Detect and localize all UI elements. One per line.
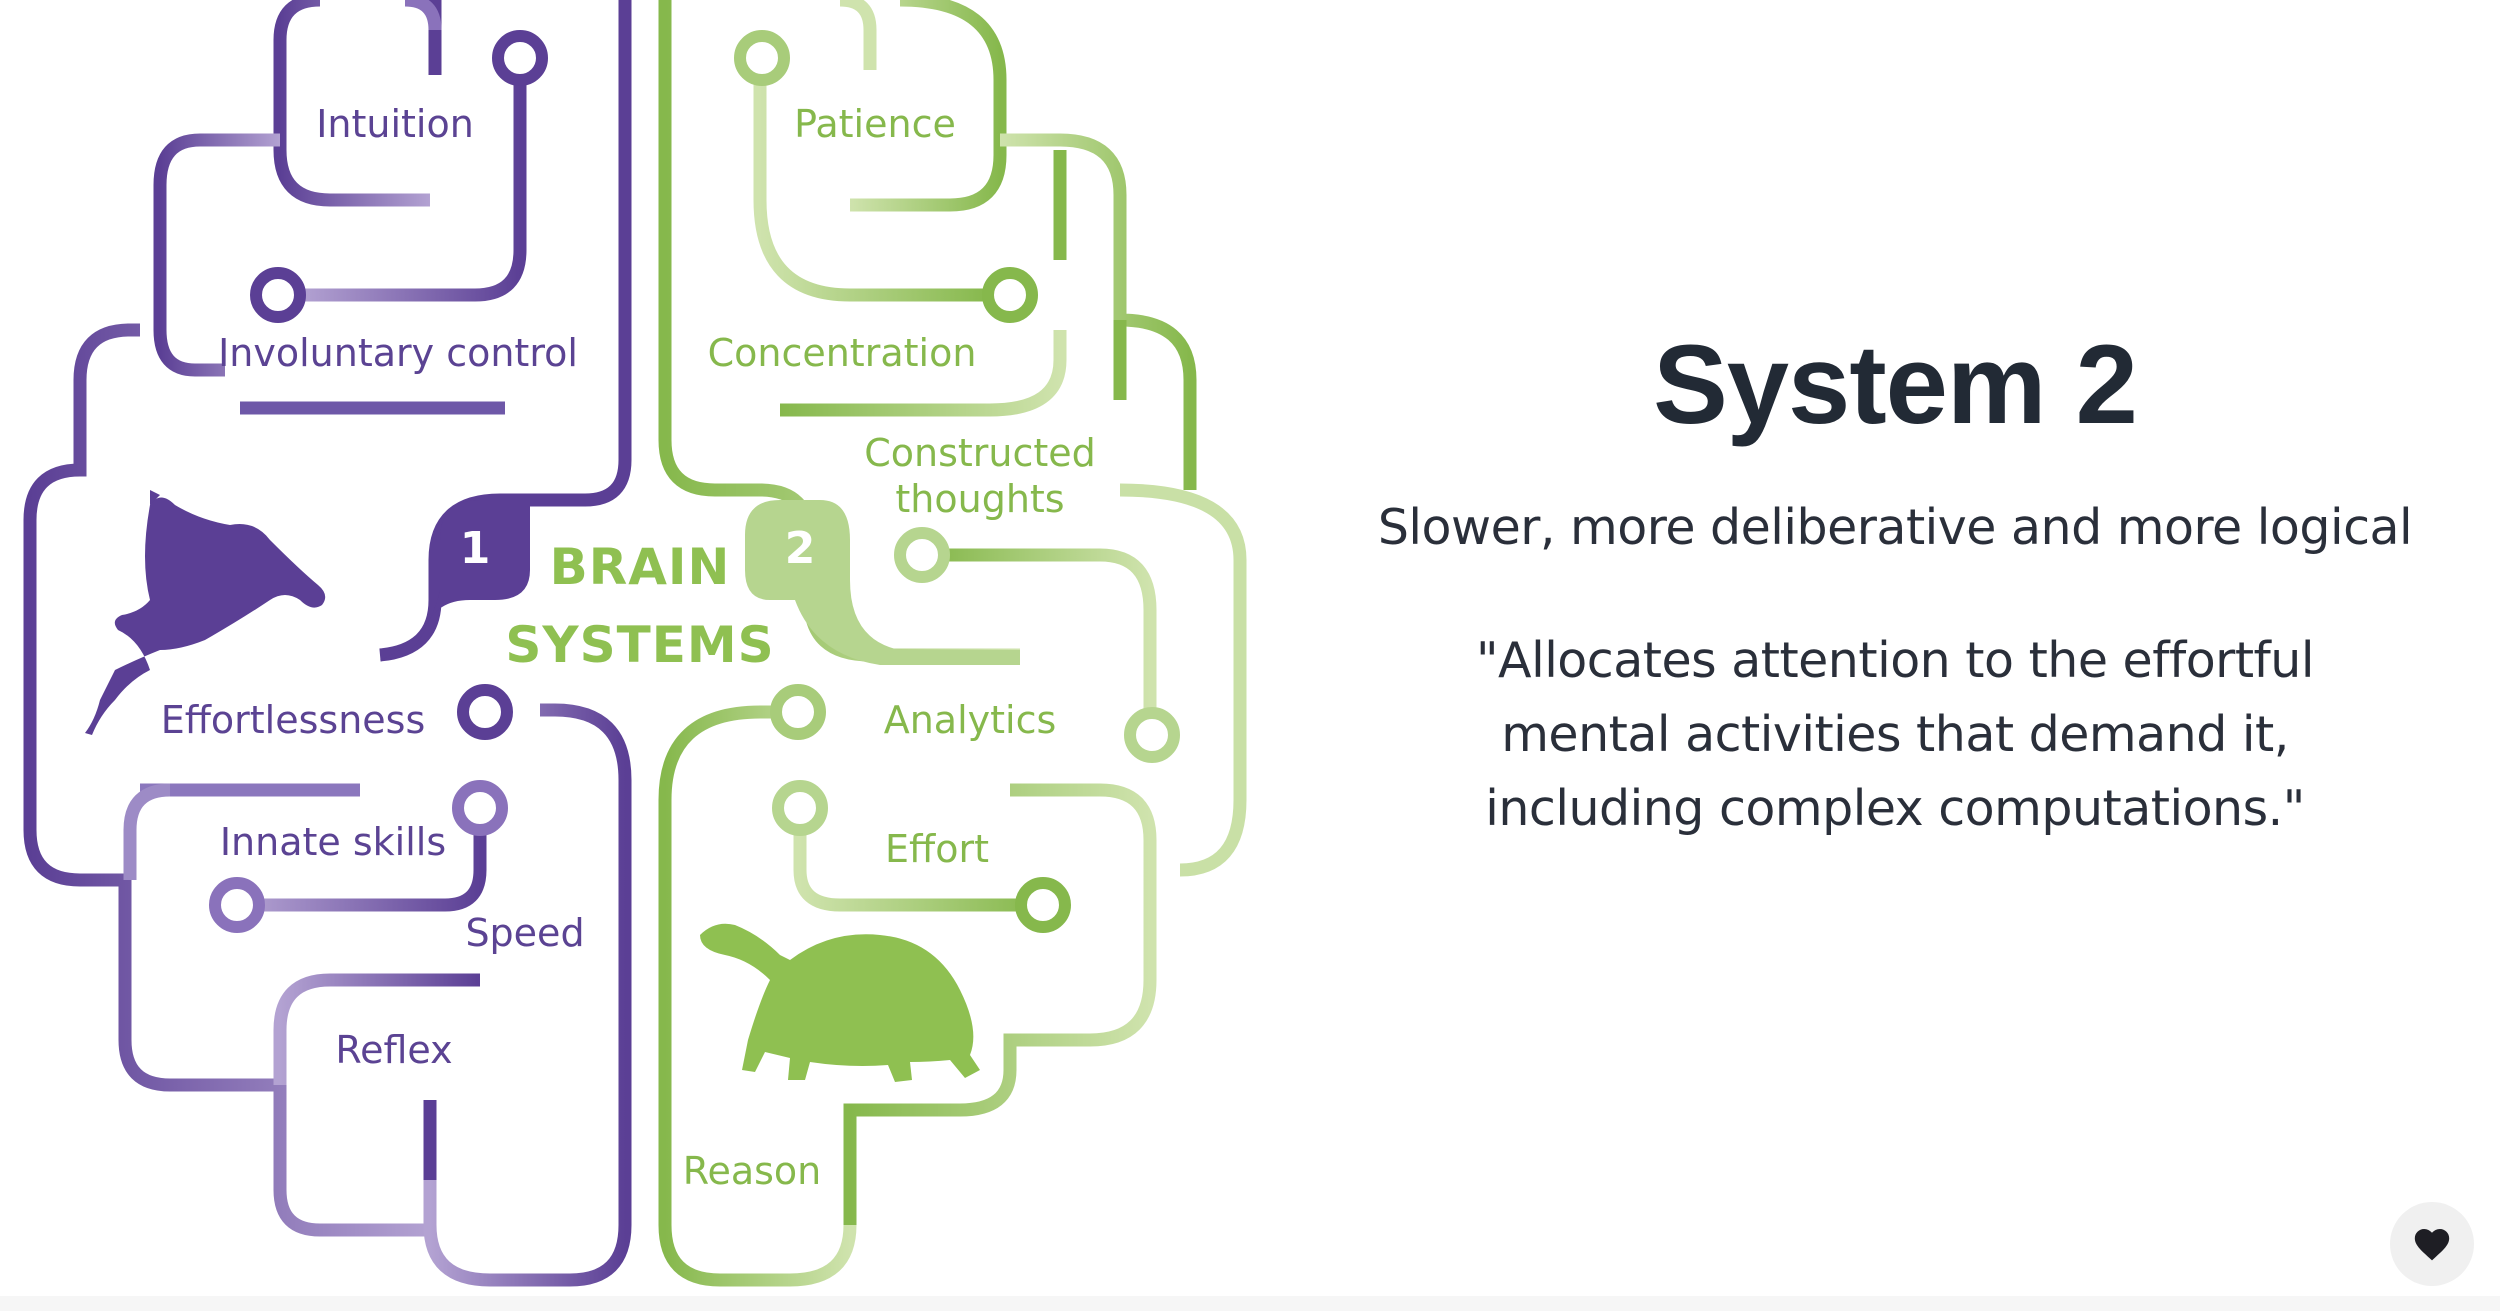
left-hemisphere-nodes <box>209 30 548 933</box>
brain-systems-diagram: 1 2 BRAIN SYSTEMS <box>23 0 1247 1287</box>
label-involuntary-control: Involuntary control <box>218 331 578 375</box>
slide-quote: "Allocates attention to the effortful me… <box>1476 632 2314 837</box>
label-patience: Patience <box>794 102 956 146</box>
bottom-scroll-area <box>0 1296 2500 1311</box>
label-innate-skills: Innate skills <box>220 820 446 864</box>
label-concentration: Concentration <box>708 331 977 375</box>
turtle-icon <box>700 923 980 1082</box>
like-button[interactable] <box>2390 1202 2474 1286</box>
left-hemisphere-traces <box>23 0 632 1287</box>
center-title-line1: BRAIN <box>550 538 731 596</box>
label-speed: Speed <box>465 911 584 955</box>
label-constructed-thoughts-2: thoughts <box>895 477 1064 521</box>
slide-content: System 2 Slower, more deliberative and m… <box>1370 320 2420 846</box>
label-effort: Effort <box>885 827 989 871</box>
heart-icon <box>2414 1228 2450 1261</box>
badge-2-number: 2 <box>785 523 816 574</box>
center-title-line2: SYSTEMS <box>505 616 774 674</box>
label-effortlessness: Effortlessness <box>161 698 426 742</box>
slide-subtitle: Slower, more deliberative and more logic… <box>1377 499 2413 556</box>
label-reason: Reason <box>683 1149 822 1193</box>
system2-badge: 2 <box>745 500 1020 665</box>
label-intuition: Intuition <box>316 102 474 146</box>
badge-1-number: 1 <box>460 523 491 574</box>
label-reflex: Reflex <box>335 1028 452 1072</box>
rabbit-icon <box>85 490 326 735</box>
system1-badge: 1 <box>380 500 530 660</box>
label-constructed-thoughts-1: Constructed <box>864 431 1096 475</box>
slide-title: System 2 <box>1653 322 2138 447</box>
label-analytics: Analytics <box>884 698 1057 742</box>
right-hemisphere-nodes <box>734 30 1180 933</box>
